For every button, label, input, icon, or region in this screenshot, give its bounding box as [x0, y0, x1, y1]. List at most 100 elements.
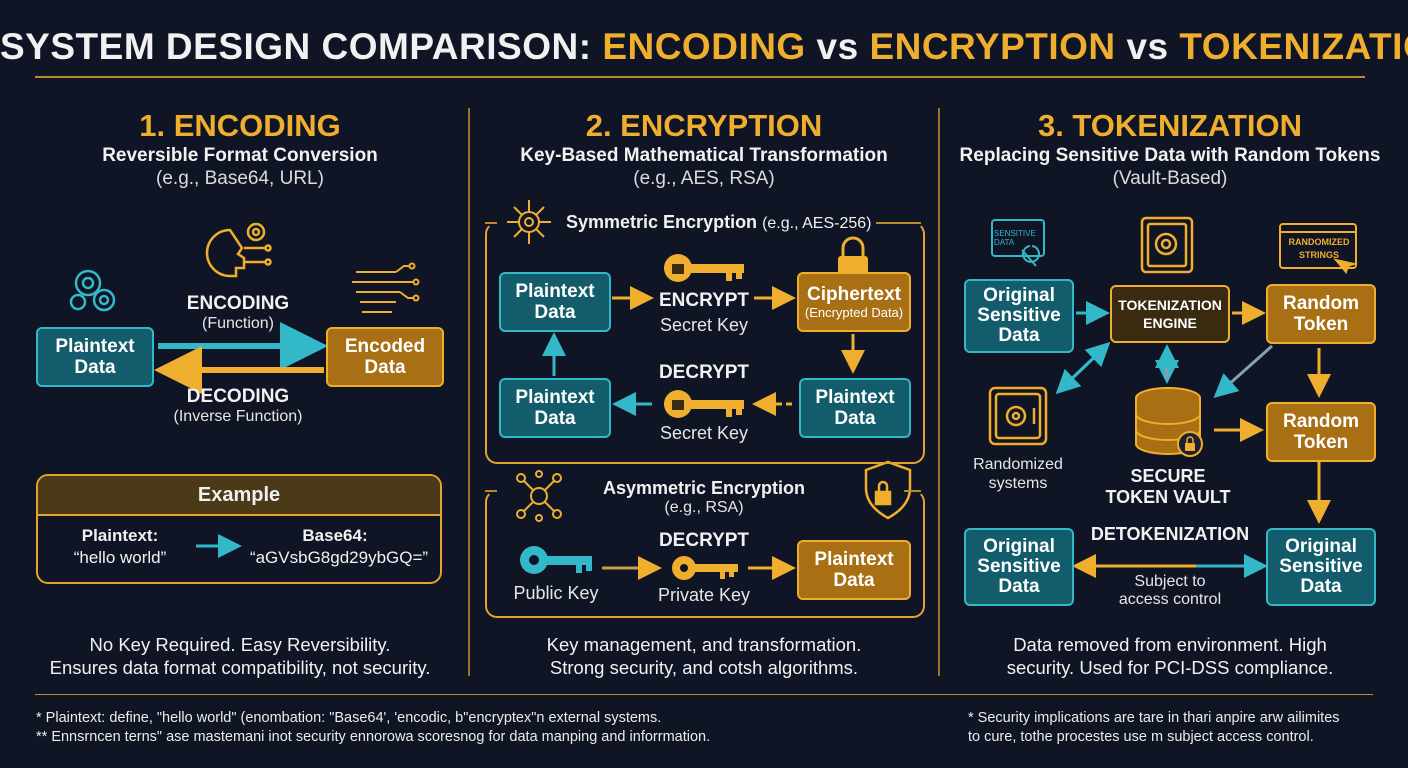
box-line: Original: [983, 285, 1055, 306]
original-sensitive-data-box: Original Sensitive Data: [1266, 528, 1376, 606]
original-sensitive-data-box: Original Sensitive Data: [964, 279, 1074, 353]
label-line: systems: [988, 475, 1048, 492]
box-line: Plaintext: [515, 387, 595, 408]
icon-text-line: DATA: [994, 238, 1015, 247]
private-key-icon: [672, 556, 738, 580]
network-icon: [516, 470, 562, 522]
box-line: Random: [1283, 411, 1359, 432]
box-line: Data: [74, 357, 116, 378]
public-key-icon: [520, 546, 592, 574]
sym-plaintext-box: Plaintext Data: [499, 272, 611, 332]
title-vs: vs: [1126, 26, 1169, 67]
title-divider: [35, 76, 1365, 78]
label-line: SECURE: [1130, 466, 1206, 486]
ciphertext-label: Ciphertext: [807, 284, 901, 305]
tokenization-subtitle: Replacing Sensitive Data with Random Tok…: [959, 145, 1381, 166]
panel-edge: [485, 222, 497, 224]
encryption-summary-1: Key management, and transformation.: [546, 634, 862, 655]
label-line: Randomized: [973, 456, 1063, 473]
panel-edge: [904, 490, 921, 492]
symmetric-panel: [485, 222, 925, 464]
sensitive-data-icon: [991, 219, 1045, 267]
token-to-vault-arrow: [1213, 344, 1273, 398]
box-line: Token: [1293, 314, 1349, 335]
example-left-label: Plaintext:: [81, 526, 159, 545]
decrypt-label: DECRYPT: [658, 362, 750, 383]
box-line: Plaintext: [815, 387, 895, 408]
tokenization-summary-2: security. Used for PCI-DSS compliance.: [1006, 657, 1334, 678]
secret-key-label: Secret Key: [659, 423, 749, 443]
encryption-heading: 2. ENCRYPTION: [585, 108, 823, 143]
box-line: Plaintext: [515, 281, 595, 302]
label-line: Subject to: [1134, 573, 1206, 590]
panel-edge: [485, 490, 497, 492]
safe-icon: [1140, 216, 1194, 274]
column-divider: [468, 108, 470, 676]
box-line: Data: [998, 325, 1040, 346]
box-line: Sensitive: [977, 556, 1061, 577]
decoding-label: DECODING: [186, 386, 290, 407]
encoding-examples: (e.g., Base64, URL): [156, 168, 324, 189]
database-vault-icon: [1135, 387, 1203, 457]
box-line: Plaintext: [814, 549, 894, 570]
title-term-tokenization: TOKENIZATION: [1179, 26, 1408, 67]
tokenization-heading: 3. TOKENIZATION: [1037, 108, 1303, 143]
box-line: Data: [998, 576, 1040, 597]
icon-text-line: STRINGS: [1298, 250, 1339, 260]
head-gear-icon: [205, 222, 272, 278]
asym-plaintext-box: Plaintext Data: [797, 540, 911, 600]
example-right-label: Base64:: [302, 526, 368, 545]
encoding-heading: 1. ENCODING: [139, 108, 341, 143]
encryption-examples: (e.g., AES, RSA): [633, 168, 775, 189]
example-panel: Example: [36, 474, 442, 584]
safe-icon: [988, 386, 1048, 446]
key-icon: [664, 254, 744, 282]
encoded-data-box: Encoded Data: [326, 327, 444, 387]
example-left-value: “hello world”: [73, 548, 167, 567]
title-prefix: SYSTEM DESIGN COMPARISON:: [0, 26, 592, 67]
box-line: Data: [1300, 576, 1342, 597]
detokenization-label: DETOKENIZATION: [1090, 524, 1250, 544]
secure-token-vault-label: SECURE TOKEN VAULT: [1098, 466, 1238, 508]
systems-engine-arrow: [1055, 344, 1108, 395]
encoding-summary-2: Ensures data format compatibility, not s…: [49, 657, 431, 678]
tokenization-engine-box: TOKENIZATION ENGINE: [1110, 285, 1230, 343]
box-line: Data: [833, 570, 875, 591]
title-term-encryption: ENCRYPTION: [869, 26, 1116, 67]
encoding-subtitle: Reversible Format Conversion: [102, 145, 378, 166]
randomized-icon-text: RANDOMIZED STRINGS: [1282, 236, 1356, 262]
asymmetric-example: (e.g., RSA): [664, 499, 744, 516]
title-term-encoding: ENCODING: [602, 26, 806, 67]
private-key-label: Private Key: [657, 585, 751, 605]
box-line: Sensitive: [977, 305, 1061, 326]
asymmetric-title: Asymmetric Encryption: [602, 478, 806, 498]
box-line: ENGINE: [1143, 315, 1197, 331]
example-right-value: “aGVsbG8gd29ybGQ=”: [249, 548, 429, 567]
random-token-box: Random Token: [1266, 402, 1376, 462]
encrypt-label: ENCRYPT: [658, 290, 750, 311]
sym-plaintext-box: Plaintext Data: [799, 378, 911, 438]
box-line: Encoded: [344, 336, 426, 357]
tokenization-summary-1: Data removed from environment. High: [1013, 634, 1327, 655]
circuit-icon: [352, 262, 420, 313]
original-sensitive-data-box: Original Sensitive Data: [964, 528, 1074, 606]
icon-text-line: RANDOMIZED: [1288, 237, 1350, 247]
sensitive-data-icon-text: SENSITIVE DATA: [994, 229, 1036, 247]
randomized-strings-icon: [1279, 223, 1358, 275]
secret-key-label: Secret Key: [659, 315, 749, 335]
box-line: Sensitive: [1279, 556, 1363, 577]
footnote-right-1: * Security implications are tare in thar…: [968, 710, 1340, 726]
example-header: Example: [38, 476, 440, 516]
symmetric-example-text: (e.g., AES-256): [762, 215, 872, 232]
footer-divider: [35, 694, 1373, 695]
encoding-summary-1: No Key Required. Easy Reversibility.: [89, 634, 391, 655]
box-line: TOKENIZATION: [1118, 297, 1222, 313]
page-title: SYSTEM DESIGN COMPARISON: ENCODING vs EN…: [0, 26, 1408, 68]
label-line: TOKEN VAULT: [1105, 487, 1231, 507]
brain-circuit-icon: [507, 200, 551, 244]
panel-edge: [876, 222, 921, 224]
box-line: Data: [834, 408, 876, 429]
randomized-systems-label: Randomized systems: [958, 455, 1078, 493]
symmetric-title-text: Symmetric Encryption: [566, 212, 758, 232]
encryption-summary-2: Strong security, and cotsh algorithms.: [549, 657, 859, 678]
